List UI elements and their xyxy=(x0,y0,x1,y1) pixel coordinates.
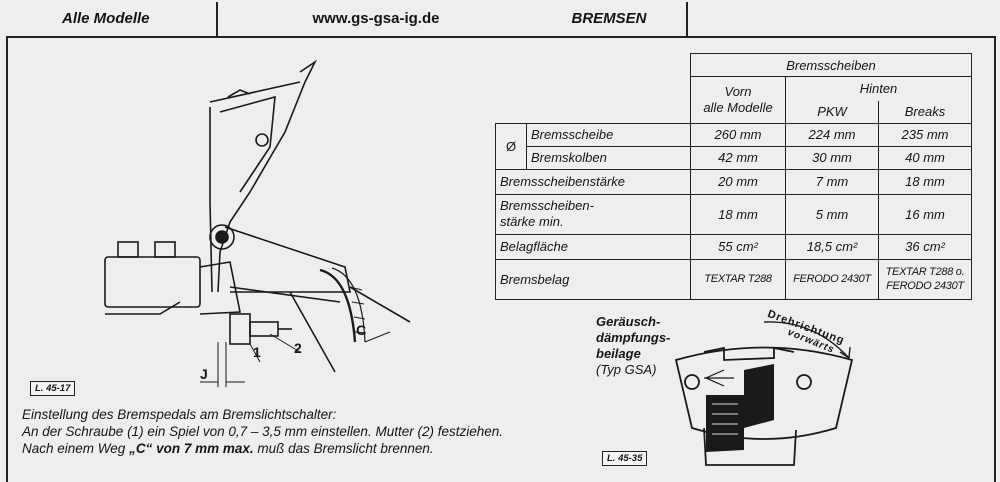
cell-front: 20 mm xyxy=(690,168,786,195)
row-label: Bremsscheibe xyxy=(526,122,691,147)
cell-pkw: 7 mm xyxy=(785,168,879,195)
header-section: BREMSEN xyxy=(571,10,647,27)
brake-spec-table: Bremsscheiben Vorn alle Modelle Hinten P… xyxy=(495,53,972,300)
shim-label-line2: dämpfungs- xyxy=(596,330,671,345)
header-model: Alle Modelle xyxy=(6,2,218,36)
cell-front: 42 mm xyxy=(690,145,786,170)
table-row: Bremsscheiben- stärke min. 18 mm 5 mm 16… xyxy=(495,193,972,235)
caption-line3-bold: „C“ von 7 mm max. xyxy=(129,441,254,456)
cell-breaks-line1: TEXTAR T288 o. xyxy=(885,266,965,278)
page-frame xyxy=(6,36,996,482)
page-header: Alle Modelle www.gs-gsa-ig.de BREMSEN xyxy=(6,2,996,38)
cell-breaks: 36 cm² xyxy=(878,233,972,260)
cell-breaks-line2: FERODO 2430T xyxy=(886,280,964,292)
table-row: Bremsbelag TEXTAR T288 FERODO 2430T TEXT… xyxy=(495,258,972,300)
caption-line3: Nach einem Weg „C“ von 7 mm max. muß das… xyxy=(22,440,503,457)
shim-label-line3: beilage xyxy=(596,346,641,361)
cell-pkw: 30 mm xyxy=(785,145,879,170)
callout-2: 2 xyxy=(294,340,302,356)
cell-breaks: 40 mm xyxy=(878,145,972,170)
caption-line1: Einstellung des Bremspedals am Bremslich… xyxy=(22,407,337,422)
figure-ref-left: L. 45-17 xyxy=(30,381,76,396)
brake-pad-diagram xyxy=(674,321,854,466)
diameter-symbol: Ø xyxy=(495,122,527,170)
figure-ref-right: L. 45-35 xyxy=(602,451,648,466)
row-label-line2: stärke min. xyxy=(500,214,564,229)
row-label: Bremskolben xyxy=(526,145,691,170)
cell-pkw: 5 mm xyxy=(785,193,879,235)
row-label: Belagfläche xyxy=(495,233,691,260)
callout-1: 1 xyxy=(253,344,261,360)
rear-header: Hinten xyxy=(785,76,972,101)
table-row: Ø Bremsscheibe 260 mm 224 mm 235 mm xyxy=(495,122,972,170)
table-row: Bremsscheibenstärke 20 mm 7 mm 18 mm xyxy=(495,168,972,195)
group-header: Bremsscheiben xyxy=(690,53,972,77)
caption: Einstellung des Bremspedals am Bremslich… xyxy=(22,406,503,457)
front-header-line1: Vorn xyxy=(724,83,752,99)
callout-j: J xyxy=(200,366,208,382)
header-website: www.gs-gsa-ig.de xyxy=(312,10,440,27)
cell-front: TEXTAR T288 xyxy=(690,258,786,300)
callout-c: C xyxy=(356,322,367,338)
caption-line2: An der Schraube (1) ein Spiel von 0,7 – … xyxy=(22,424,503,439)
cell-front: 260 mm xyxy=(690,122,786,147)
cell-pkw: 224 mm xyxy=(785,122,879,147)
cell-pkw: FERODO 2430T xyxy=(785,258,879,300)
table-row: Bremskolben 42 mm 30 mm 40 mm xyxy=(496,145,972,170)
rear-sub-breaks: Breaks xyxy=(878,100,972,124)
cell-breaks: 18 mm xyxy=(878,168,972,195)
row-label: Bremsbelag xyxy=(495,258,691,300)
cell-pkw: 18,5 cm² xyxy=(785,233,879,260)
row-label-line1: Bremsscheiben- xyxy=(500,198,594,213)
shim-label-line4: (Typ GSA) xyxy=(596,362,657,377)
brake-pedal-diagram xyxy=(104,59,411,387)
shim-label: Geräusch- dämpfungs- beilage (Typ GSA) xyxy=(596,314,670,378)
caption-line3-a: Nach einem Weg xyxy=(22,441,130,456)
header-blank xyxy=(686,2,998,36)
rear-sub-pkw: PKW xyxy=(785,100,879,124)
cell-breaks: 235 mm xyxy=(878,122,972,147)
table-row: Belagfläche 55 cm² 18,5 cm² 36 cm² xyxy=(495,233,972,260)
caption-line3-c: muß das Bremslicht brennen. xyxy=(253,441,434,456)
row-label: Bremsscheibenstärke xyxy=(495,168,691,195)
cell-breaks: 16 mm xyxy=(878,193,972,235)
front-header-line2: alle Modelle xyxy=(703,99,773,115)
cell-front: 18 mm xyxy=(690,193,786,235)
shim-label-line1: Geräusch- xyxy=(596,314,661,329)
cell-front: 55 cm² xyxy=(690,233,786,260)
